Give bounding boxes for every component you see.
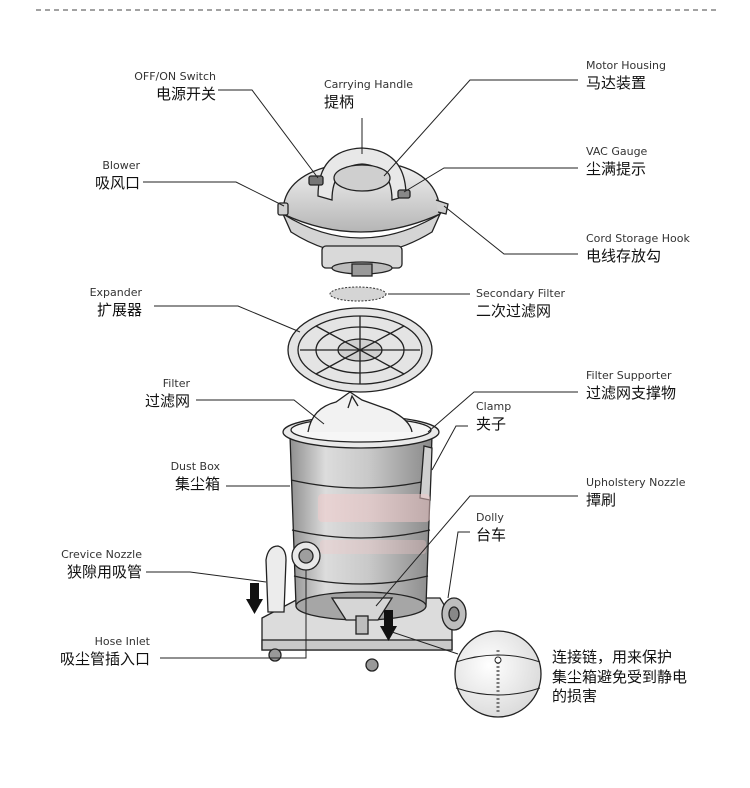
label-dust-box: Dust Box 集尘箱 bbox=[120, 460, 220, 493]
label-crevice-nozzle: Crevice Nozzle 狭隙用吸管 bbox=[20, 548, 142, 581]
label-zh: 台车 bbox=[476, 525, 507, 544]
label-zh: 吸风口 bbox=[94, 173, 140, 192]
label-expander: Expander 扩展器 bbox=[42, 286, 142, 319]
chain-zoom-circle bbox=[454, 630, 542, 718]
label-secondary-filter: Secondary Filter 二次过滤网 bbox=[476, 287, 565, 320]
label-clamp: Clamp 夹子 bbox=[476, 400, 512, 433]
label-zh: 撢刷 bbox=[586, 490, 617, 509]
label-en: Filter bbox=[162, 377, 190, 390]
label-blower: Blower 吸风口 bbox=[40, 159, 140, 192]
label-zh: 二次过滤网 bbox=[476, 301, 552, 320]
down-arrow-right bbox=[380, 610, 397, 641]
label-filter: Filter 过滤网 bbox=[90, 377, 190, 410]
label-filter-supporter: Filter Supporter 过滤网支撑物 bbox=[586, 369, 677, 402]
label-en: OFF/ON Switch bbox=[134, 70, 216, 83]
motor-head bbox=[277, 147, 449, 277]
label-off-on-switch: OFF/ON Switch 电源开关 bbox=[116, 70, 216, 103]
zoom-connector bbox=[391, 631, 459, 655]
expander-shape bbox=[287, 307, 433, 393]
label-en: Secondary Filter bbox=[476, 287, 565, 300]
label-zh: 集尘箱 bbox=[174, 474, 220, 493]
label-en: Crevice Nozzle bbox=[61, 548, 142, 561]
label-hose-inlet: Hose Inlet 吸尘管插入口 bbox=[20, 635, 150, 668]
chain-note-line: 集尘箱避免受到静电 bbox=[552, 667, 688, 686]
dust-box-shape bbox=[261, 391, 467, 672]
label-zh: 电源开关 bbox=[155, 84, 216, 103]
label-zh: 过滤网 bbox=[144, 391, 190, 410]
leader-lines bbox=[143, 79, 578, 659]
label-motor-housing: Motor Housing 马达装置 bbox=[586, 59, 666, 92]
label-carrying-handle: Carrying Handle 提柄 bbox=[324, 78, 414, 111]
chain-note-line: 的损害 bbox=[552, 687, 598, 705]
label-en: Expander bbox=[89, 286, 142, 299]
label-en: Cord Storage Hook bbox=[586, 232, 690, 245]
label-en: Clamp bbox=[476, 400, 512, 413]
label-en: Carrying Handle bbox=[324, 78, 414, 91]
label-zh: 马达装置 bbox=[586, 73, 647, 92]
label-vac-gauge: VAC Gauge 尘满提示 bbox=[586, 145, 648, 178]
label-en: Upholstery Nozzle bbox=[586, 476, 686, 489]
label-zh: 尘满提示 bbox=[586, 159, 647, 178]
secondary-filter-shape bbox=[329, 286, 387, 302]
label-zh: 吸尘管插入口 bbox=[59, 649, 150, 668]
label-en: Filter Supporter bbox=[586, 369, 672, 382]
label-en: VAC Gauge bbox=[586, 145, 648, 158]
watermark-shape bbox=[318, 494, 430, 554]
label-zh: 狭隙用吸管 bbox=[66, 562, 142, 581]
label-en: Dolly bbox=[476, 511, 504, 524]
label-dolly: Dolly 台车 bbox=[476, 511, 507, 544]
label-upholstery-nozzle: Upholstery Nozzle 撢刷 bbox=[586, 476, 686, 509]
label-cord-storage-hook: Cord Storage Hook 电线存放勾 bbox=[586, 232, 690, 265]
down-arrow-left bbox=[246, 583, 263, 614]
label-en: Blower bbox=[102, 159, 140, 172]
label-en: Motor Housing bbox=[586, 59, 666, 72]
label-zh: 过滤网支撑物 bbox=[586, 383, 677, 402]
label-zh: 电线存放勾 bbox=[586, 246, 662, 265]
label-en: Dust Box bbox=[170, 460, 220, 473]
label-zh: 扩展器 bbox=[96, 300, 142, 319]
label-en: Hose Inlet bbox=[94, 635, 150, 648]
chain-note: 连接链，用来保护 集尘箱避免受到静电 的损害 bbox=[552, 648, 732, 707]
label-zh: 提柄 bbox=[324, 92, 355, 111]
chain-note-line: 连接链，用来保护 bbox=[552, 648, 673, 666]
label-zh: 夹子 bbox=[476, 414, 507, 433]
